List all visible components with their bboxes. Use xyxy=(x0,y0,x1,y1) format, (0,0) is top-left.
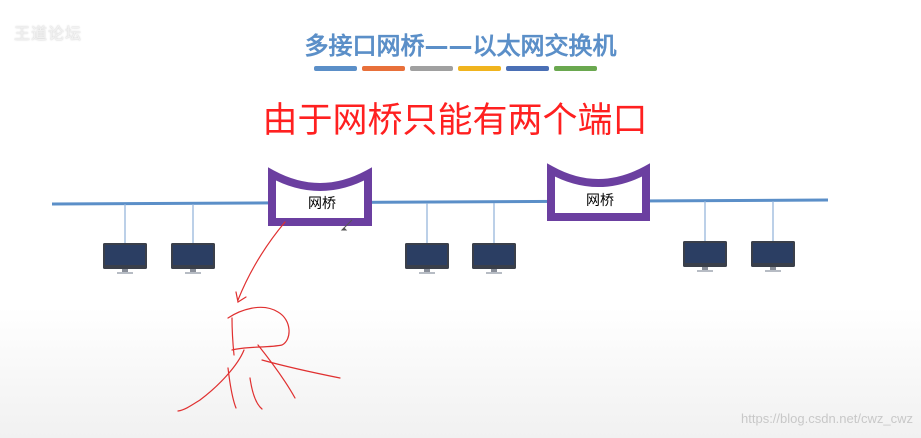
computer-icon xyxy=(103,243,147,274)
color-swatch-4 xyxy=(458,66,501,71)
bridge-2: 网桥 xyxy=(547,163,650,221)
color-swatch-2 xyxy=(362,66,405,71)
ethernet-bus-line xyxy=(51,198,829,206)
pen-cursor-icon xyxy=(340,219,353,231)
slide-title: 多接口网桥——以太网交换机 xyxy=(304,32,617,60)
color-swatch-3 xyxy=(410,66,453,71)
color-swatch-bar xyxy=(314,66,597,71)
computer-icon xyxy=(405,243,449,274)
computer-icon xyxy=(751,241,795,272)
watermark-logo: 王道论坛 xyxy=(14,24,83,43)
computers xyxy=(103,241,795,274)
color-swatch-5 xyxy=(506,66,549,71)
color-swatch-1 xyxy=(314,66,357,71)
watermark-url: https://blog.csdn.net/cwz_cwz xyxy=(741,411,913,426)
computer-icon xyxy=(683,241,727,272)
color-swatch-6 xyxy=(554,66,597,71)
hand-drawn-annotation xyxy=(177,221,341,412)
slide-subtitle: 由于网桥只能有两个端口 xyxy=(262,101,648,141)
drop-lines xyxy=(124,201,774,243)
computer-icon xyxy=(171,243,215,274)
bridge-1-label: 网桥 xyxy=(308,196,336,212)
bridge-2-label: 网桥 xyxy=(586,193,614,209)
computer-icon xyxy=(472,243,516,274)
bridge-1: 网桥 xyxy=(268,167,372,226)
